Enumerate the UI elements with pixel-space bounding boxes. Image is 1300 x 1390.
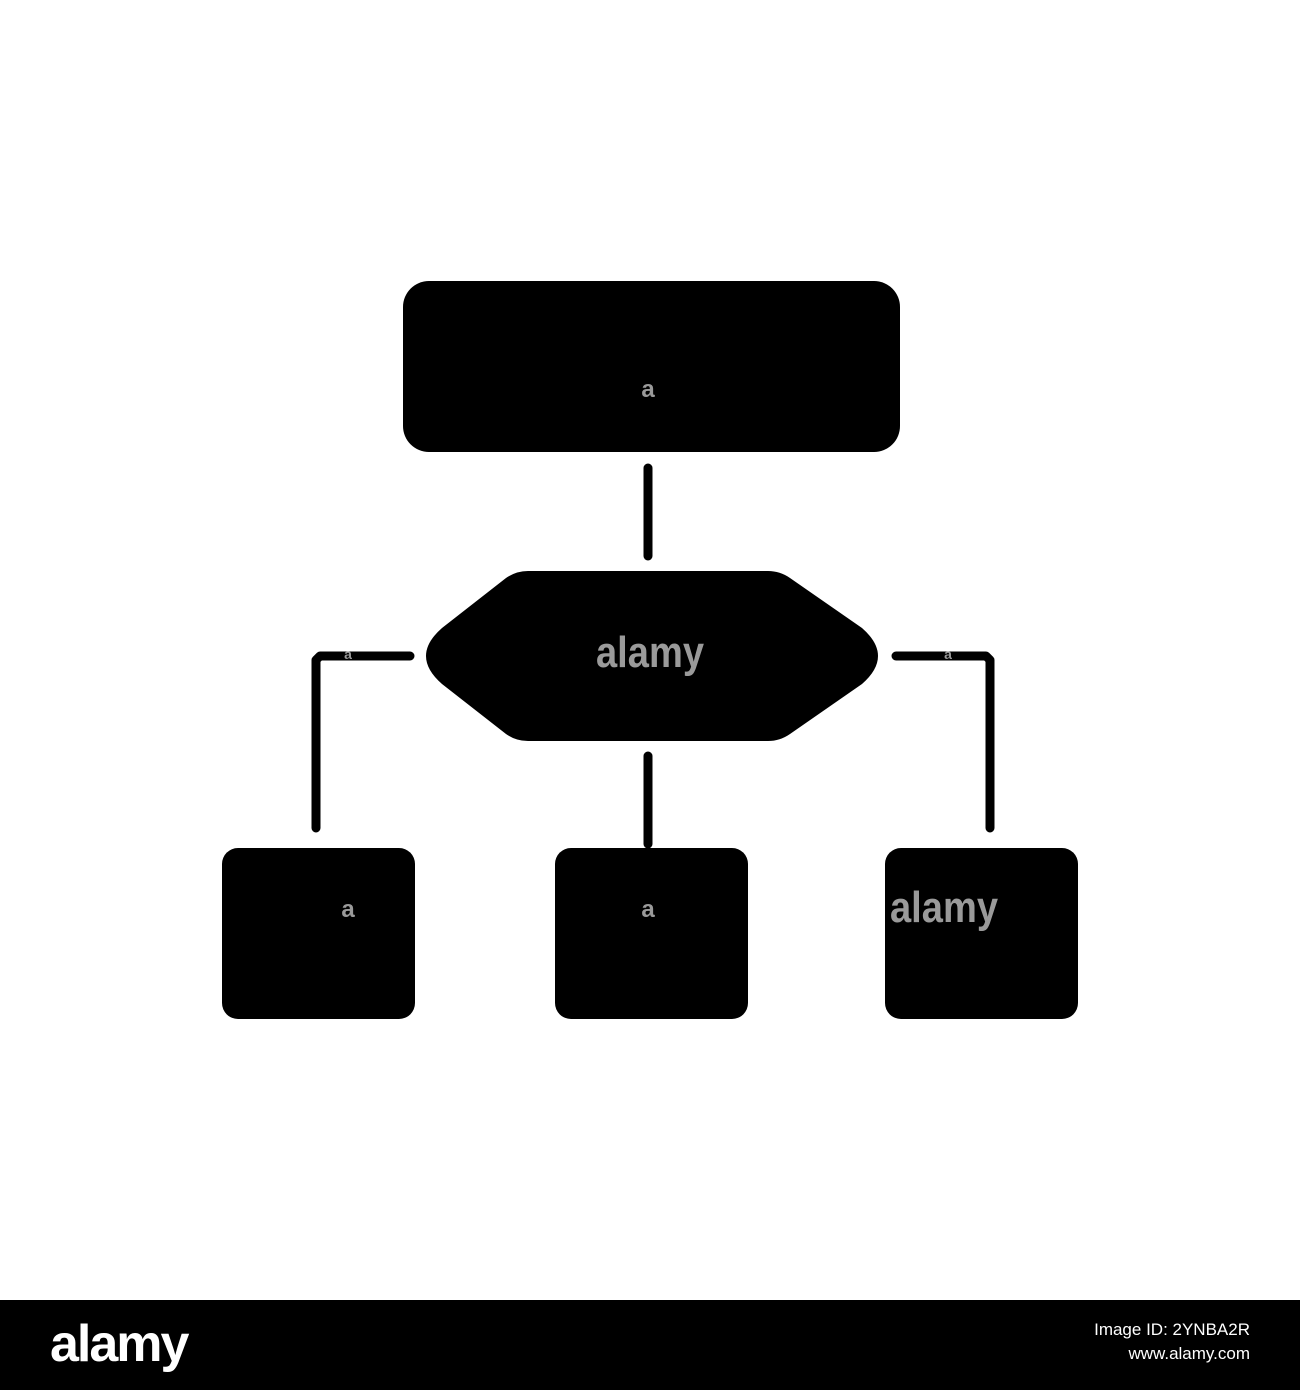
watermark-center: alamy [596,628,704,677]
connector-lines [311,463,995,849]
watermark-mark-left-connector: a [344,646,352,662]
node-top-rectangle [403,281,900,452]
watermark-mark-top: a [641,376,655,403]
flowchart-diagram: alamy alamy a a a a a [222,281,1078,1019]
watermark-mark-center: a [641,896,655,923]
watermark-mark-right-connector: a [944,646,952,662]
node-middle-hexagon [426,571,878,741]
footer-logo: alamy [50,1315,189,1373]
watermark-right-box: alamy [890,883,998,932]
node-left-square [222,848,415,1019]
connector-middle-to-right [891,651,995,833]
footer-bar: alamy Image ID: 2YNBA2R www.alamy.com [0,1300,1300,1390]
connector-middle-to-left [311,651,415,833]
footer-image-info: Image ID: 2YNBA2R www.alamy.com [1094,1318,1250,1366]
node-right-square [885,848,1078,1019]
footer-site-url: www.alamy.com [1128,1344,1250,1363]
watermark-mark-left: a [341,896,355,923]
node-center-square [555,848,748,1019]
footer-image-id: Image ID: 2YNBA2R [1094,1320,1250,1339]
